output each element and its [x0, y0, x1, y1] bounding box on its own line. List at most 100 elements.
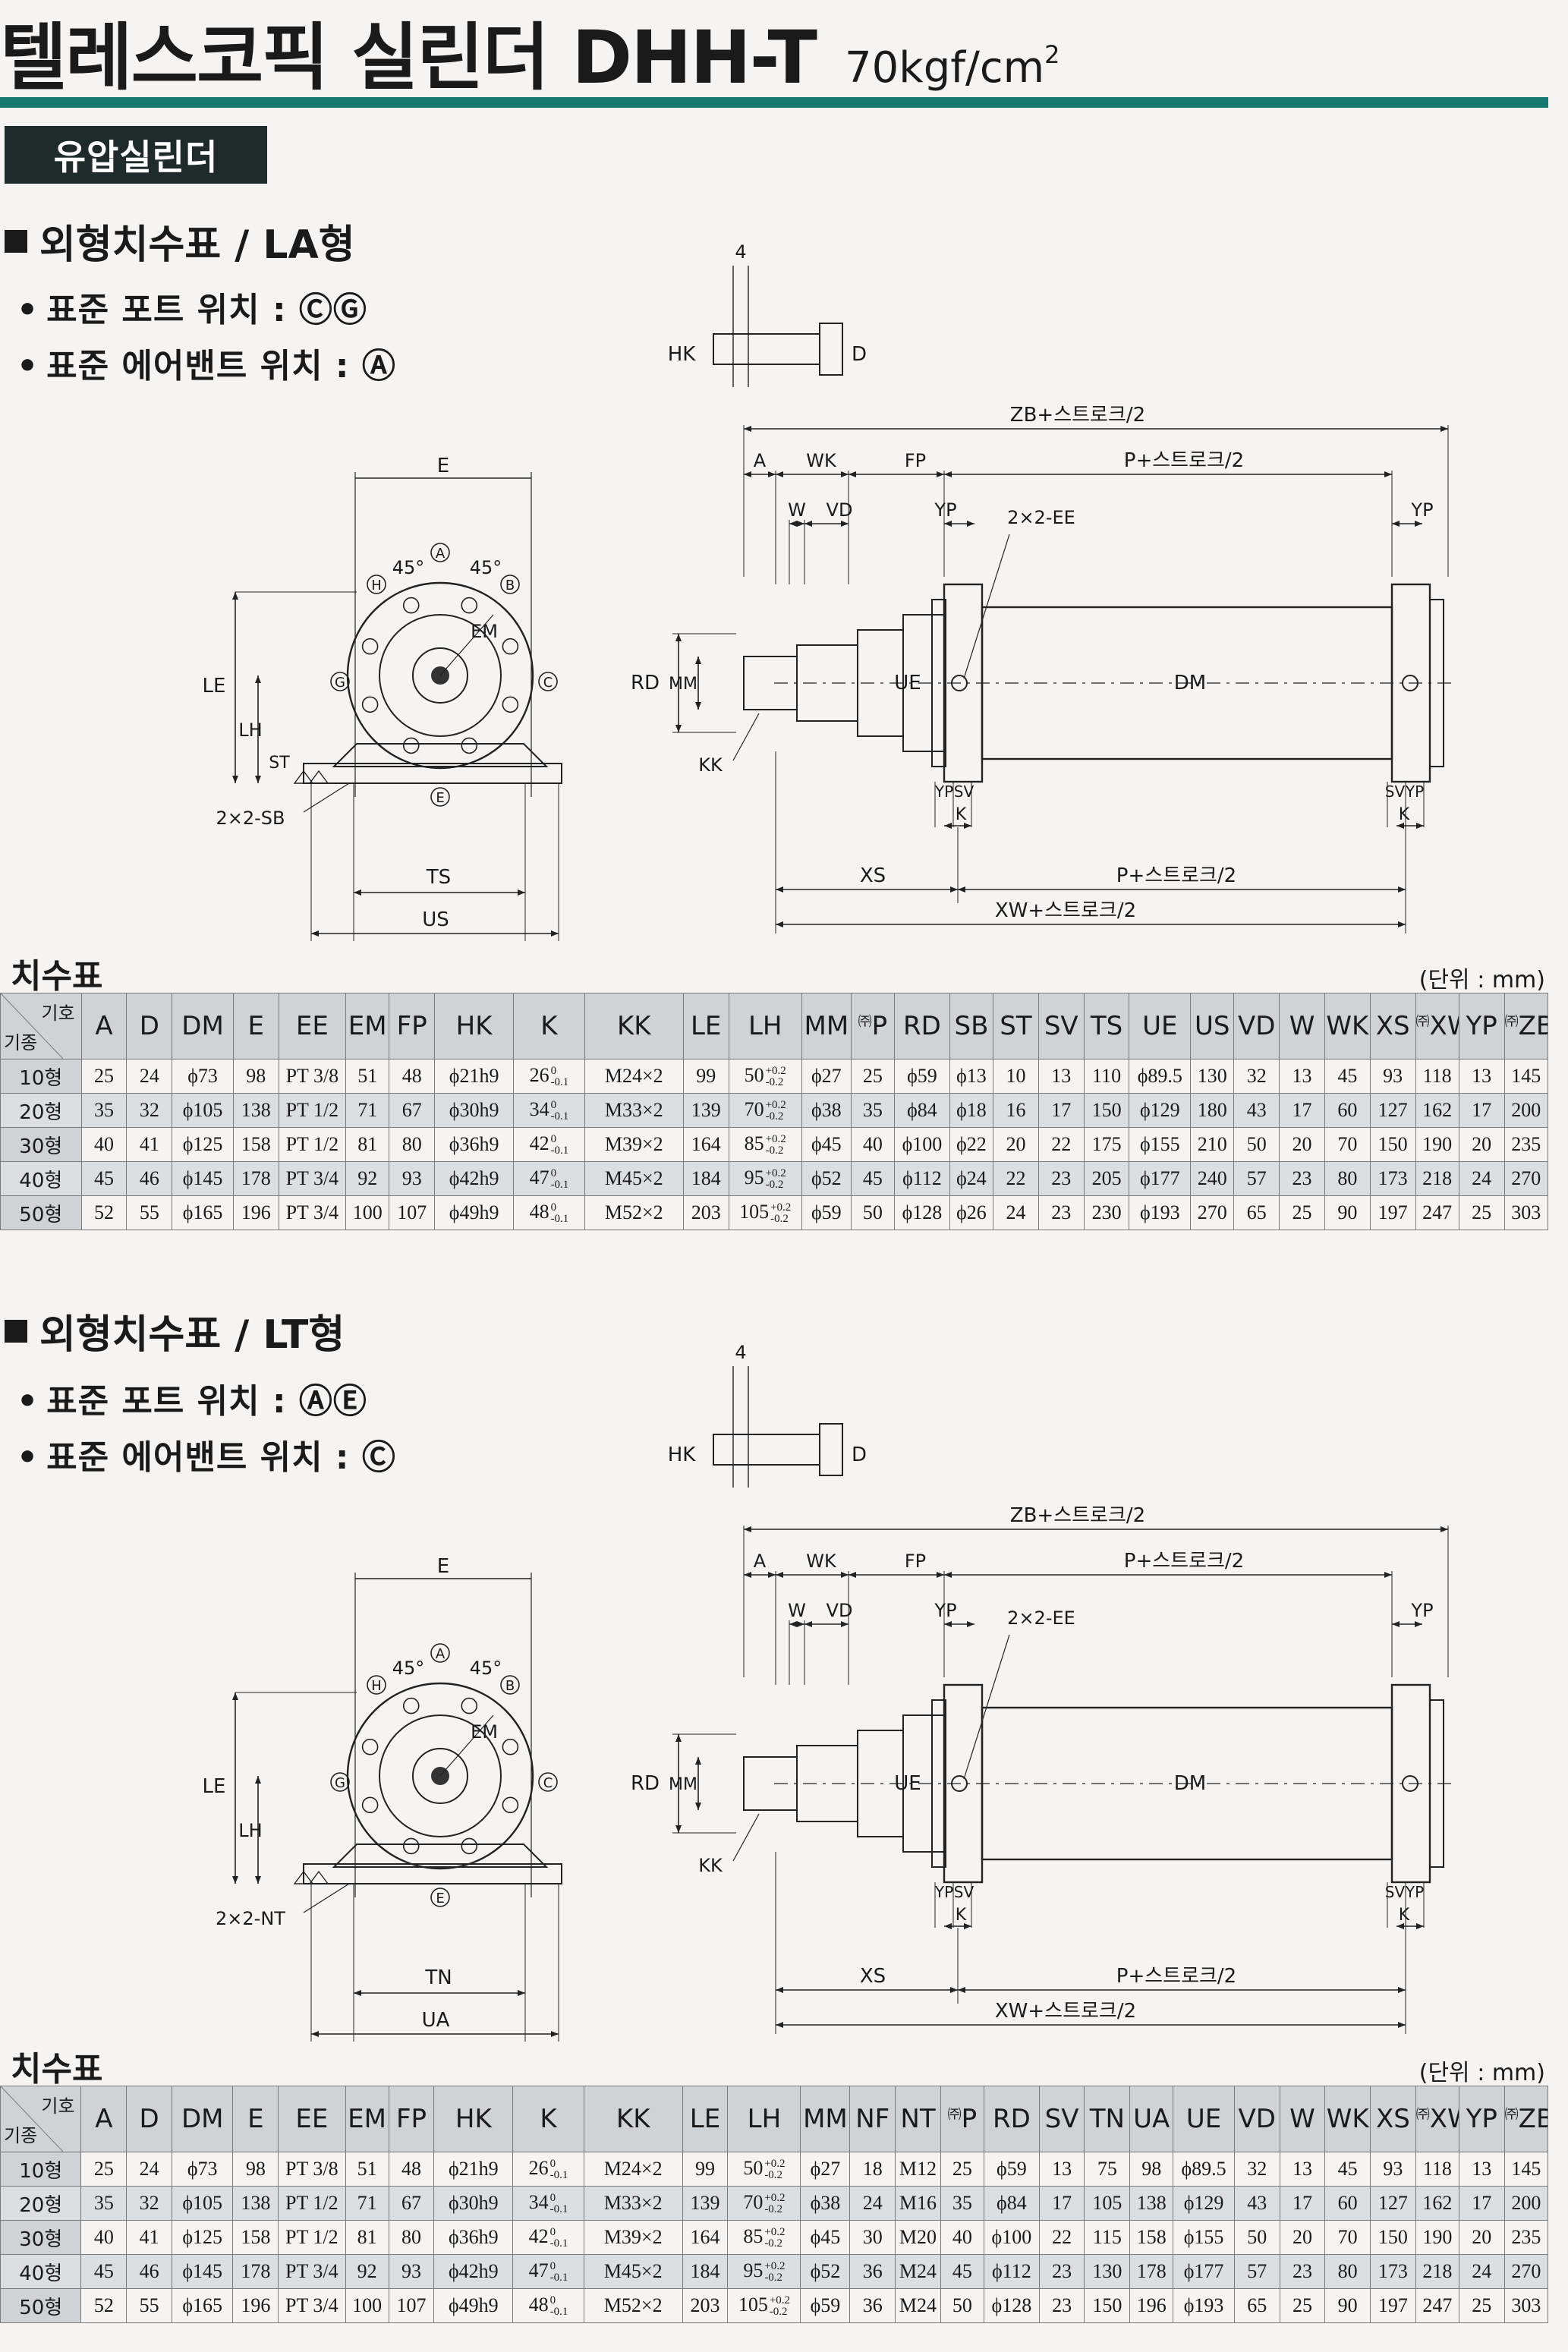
cell-em: 100: [345, 2288, 389, 2323]
bolt-hole-icon: [402, 1697, 420, 1714]
cell-vd: 65: [1233, 2288, 1280, 2323]
cell-yp: 20: [1458, 1127, 1505, 1162]
cell-hk: ϕ21h9: [434, 1059, 515, 1094]
cell-ue: ϕ129: [1129, 1093, 1192, 1128]
rod-end-outline: [713, 333, 820, 365]
arrow-head: [1440, 1526, 1448, 1532]
dimension-label: P+스트로크/2: [1124, 1550, 1244, 1573]
arrow-head: [1396, 823, 1404, 829]
port-marker-icon: [367, 1675, 386, 1695]
cell-p: 35: [850, 1093, 896, 1128]
dimension-label: HK: [668, 1444, 697, 1466]
arrow-head: [1392, 521, 1400, 527]
dimension-label: WK: [806, 1551, 837, 1572]
arrow-head: [695, 702, 701, 710]
drawing-line: [439, 1714, 494, 1777]
rod-outline: [412, 647, 468, 704]
model-cell: 50형: [0, 1195, 82, 1230]
arrow-head: [255, 1776, 261, 1784]
column-header-p: ㈜P: [850, 993, 896, 1060]
cell-em: 92: [345, 2254, 389, 2289]
port-marker-icon: [367, 575, 386, 594]
column-header-nf: NF: [849, 2086, 896, 2152]
cell-wk: 70: [1324, 2220, 1371, 2255]
arrow-head: [958, 886, 965, 893]
column-header-mm: MM: [800, 2086, 851, 2152]
model-cell: 30형: [0, 2220, 82, 2255]
column-header-hk: HK: [433, 2086, 514, 2152]
column-header-wk: WK: [1324, 2086, 1371, 2152]
model-cell: 20형: [0, 1093, 82, 1128]
cell-st: 16: [993, 1093, 1039, 1128]
cell-ts: 175: [1083, 1127, 1130, 1162]
drawing-line: [439, 614, 494, 676]
unit-label-la: (단위 : mm): [1418, 967, 1545, 993]
cell-mm: ϕ59: [800, 2288, 851, 2323]
cell-mm: ϕ45: [801, 1127, 852, 1162]
arrow-head: [776, 921, 783, 927]
cell-sb: ϕ22: [949, 1127, 994, 1162]
cell-d: 55: [126, 2288, 172, 2323]
cell-hk: ϕ49h9: [434, 1195, 515, 1230]
arrow-head: [255, 675, 261, 683]
port-marker-icon: [500, 1675, 520, 1695]
column-header-hk: HK: [434, 993, 515, 1060]
cell-wk: 70: [1324, 1127, 1371, 1162]
cell-wk: 45: [1324, 2152, 1371, 2187]
cell-fp: 48: [388, 2152, 435, 2187]
dimension-label: DM: [1174, 672, 1206, 694]
arrow-head: [944, 823, 952, 829]
cell-hk: ϕ36h9: [434, 1127, 515, 1162]
rod-end-eye: [743, 656, 798, 710]
column-header-a: A: [80, 993, 128, 1060]
cell-fp: 67: [389, 1093, 436, 1128]
port-marker-icon: [430, 787, 450, 807]
cell-zb: 200: [1503, 1093, 1549, 1128]
cell-ee: PT 3/4: [278, 2288, 346, 2323]
column-header-ue: UE: [1129, 993, 1192, 1060]
cell-dm: ϕ145: [171, 2254, 234, 2289]
cell-e: 98: [232, 1059, 279, 1094]
port-ee-icon: [951, 1775, 968, 1792]
cell-sv: 13: [1037, 1059, 1085, 1094]
cell-hk: ϕ30h9: [434, 1093, 515, 1128]
cell-yp: 13: [1458, 2152, 1505, 2187]
arrow-head: [849, 471, 856, 477]
bolt-hole-icon: [461, 597, 478, 614]
arrow-head: [354, 889, 361, 896]
cell-yp: 25: [1458, 1195, 1505, 1230]
arrow-head: [944, 521, 952, 527]
cell-le: 184: [682, 2254, 729, 2289]
cell-ts: 150: [1083, 1093, 1130, 1128]
arrow-head: [841, 471, 849, 477]
arrow-head: [744, 426, 751, 432]
cell-xs: 173: [1370, 2254, 1416, 2289]
cell-nf: 24: [849, 2186, 896, 2221]
cell-fp: 107: [389, 1195, 436, 1230]
foot-bracket: [332, 743, 549, 767]
cell-mm: ϕ52: [801, 1161, 852, 1196]
dimension-label: KK: [698, 1855, 723, 1876]
cell-wk: 60: [1324, 1093, 1371, 1128]
port-marker-icon: [538, 672, 558, 691]
cell-ts: 230: [1083, 1195, 1130, 1230]
column-header-w: W: [1279, 993, 1325, 1060]
vent-position-la: •표준 에어밴트 위치 : Ⓐ: [17, 347, 396, 386]
column-header-ue: UE: [1173, 2086, 1235, 2152]
dimension-label: FP: [905, 1551, 926, 1572]
flange-outline: [346, 581, 534, 770]
cell-e: 158: [232, 2220, 279, 2255]
arrow-head: [789, 521, 797, 527]
column-header-sv: SV: [1037, 993, 1085, 1060]
cell-xw: 162: [1415, 2186, 1459, 2221]
dimension-label: YP: [934, 1600, 956, 1621]
cell-rd: ϕ100: [984, 2220, 1040, 2255]
cell-d: 46: [126, 1161, 173, 1196]
cell-ee: PT 3/4: [278, 2254, 346, 2289]
column-header-fp: FP: [388, 2086, 435, 2152]
tail-lip: [1429, 599, 1444, 767]
cell-dm: ϕ165: [171, 2288, 234, 2323]
arrow-head: [768, 1572, 776, 1578]
